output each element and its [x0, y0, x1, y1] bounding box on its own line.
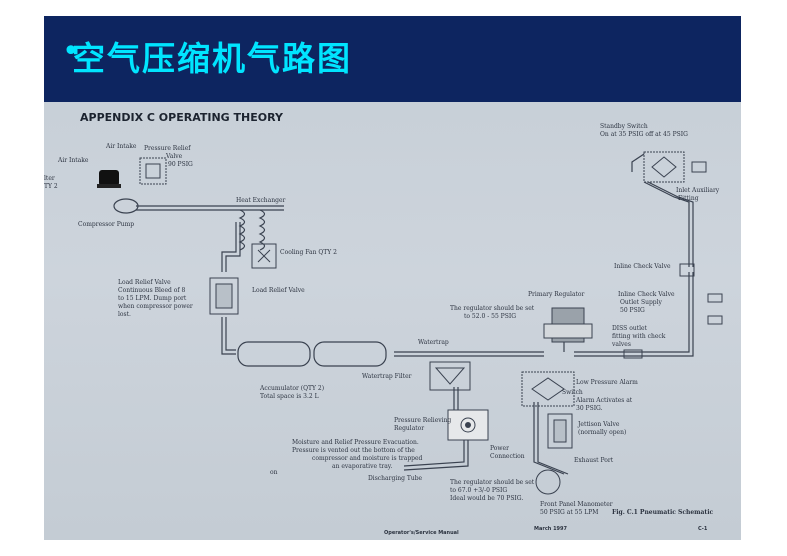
footer-manual: Operator's/Service Manual	[384, 530, 459, 536]
labels: Air Intake Air Intake lter TY 2 Pressure…	[44, 123, 720, 536]
label-reg-set-2-range: to 67.0 +3/-0 PSIG	[450, 487, 507, 494]
inlet-auxiliary-fitting	[691, 161, 707, 173]
label-reg-set-2: The regulator should be set	[450, 479, 535, 486]
label-on: on	[270, 469, 278, 476]
label-alarm-psig: 30 PSIG.	[576, 405, 603, 412]
pressure-relief-valve	[139, 157, 167, 185]
label-load-relief-title: Load Relief Valve	[118, 279, 171, 286]
label-moisture-3: compressor and moisture is trapped	[312, 455, 423, 462]
pneumatic-schematic: APPENDIX C OPERATING THEORY	[44, 111, 723, 536]
label-accumulator-space: Total space is 3.2 L	[260, 393, 319, 400]
pipes	[136, 153, 694, 475]
label-fig-caption: Fig. C.1 Pneumatic Schematic	[612, 509, 713, 516]
label-low-pressure-alarm: Low Pressure Alarm	[576, 379, 638, 386]
components	[97, 151, 723, 495]
label-diss-check: fitting with check	[612, 333, 666, 340]
label-outlet-psig: 50 PSIG	[620, 307, 645, 314]
label-jettison-open: (normally open)	[578, 429, 626, 436]
accumulator-1	[237, 341, 311, 367]
label-regulator-set: The regulator should be set	[450, 305, 535, 312]
schematic-photo: APPENDIX C OPERATING THEORY	[44, 102, 741, 540]
label-air-intake: Air Intake	[105, 143, 137, 150]
outlet-fitting-1	[707, 293, 723, 303]
label-compressor-pump: Compressor Pump	[78, 221, 134, 228]
slide-title: 空气压缩机气路图	[72, 39, 352, 78]
label-filter-qty: TY 2	[44, 183, 58, 190]
outlet-fitting-2	[707, 315, 723, 325]
label-power: Power	[490, 445, 509, 452]
label-inline-check-outlet: Inline Check Valve	[618, 291, 675, 298]
air-intake-filter	[99, 170, 119, 186]
label-load-relief-bleed: Continuous Bleed of 8	[118, 287, 186, 294]
label-primary-regulator: Primary Regulator	[528, 291, 585, 298]
diss-outlet	[623, 349, 643, 359]
label-cooling-fan: Cooling Fan QTY 2	[280, 249, 337, 256]
label-pressure-relief-valve: Valve	[165, 153, 183, 160]
load-relief-valve	[209, 277, 239, 315]
accumulator-2	[313, 341, 387, 367]
label-inline-check-valve: Inline Check Valve	[614, 263, 671, 270]
label-switch: Switch	[562, 389, 583, 396]
appendix-header: APPENDIX C OPERATING THEORY	[80, 111, 284, 124]
label-filter-left: lter	[44, 175, 55, 182]
label-exhaust-port: Exhaust Port	[574, 457, 614, 464]
footer-date: March 1997	[534, 526, 568, 532]
label-outlet-supply: Outlet Supply	[620, 299, 663, 306]
label-accumulator: Accumulator (QTY 2)	[259, 385, 324, 392]
label-diss-valves: valves	[611, 341, 631, 348]
standby-switch	[643, 151, 685, 183]
label-power-connection: Connection	[490, 453, 525, 460]
label-standby-switch: Standby Switch	[600, 123, 648, 130]
label-load-relief-valve: Load Relief Valve	[252, 287, 305, 294]
label-inlet-aux: Inlet Auxiliary	[676, 187, 720, 194]
inline-check-valve	[679, 263, 695, 277]
label-regulator-range: to 52.0 - 55 PSIG	[464, 313, 516, 320]
label-heat-exchanger: Heat Exchanger	[236, 197, 286, 204]
label-jettison-valve: Jettison Valve	[577, 421, 620, 428]
label-standby-switch-range: On at 35 PSIG off at 45 PSIG	[600, 131, 688, 138]
title-bar	[44, 16, 741, 102]
label-pressure-relieving: Pressure Relieving	[394, 417, 451, 424]
label-pressure-relief-psig: 90 PSIG	[168, 161, 193, 168]
label-diss-outlet: DISS outlet	[612, 325, 648, 332]
label-pressure-relieving-regulator: Regulator	[394, 425, 424, 432]
label-inlet-aux-fitting: Fitting	[678, 195, 699, 202]
label-pressure-relief: Pressure Relief	[144, 145, 191, 152]
label-manometer: Front Panel Manometer	[540, 501, 613, 508]
label-air-intake-2: Air Intake	[57, 157, 89, 164]
label-discharging-tube: Discharging Tube	[368, 475, 423, 482]
label-load-relief-dump: to 15 LPM. Dump port	[118, 295, 187, 302]
label-load-relief-power: when compressor power	[118, 303, 193, 310]
watertrap	[429, 361, 471, 391]
compressor-pump	[113, 198, 139, 214]
low-pressure-alarm	[521, 371, 575, 407]
label-watertrap-filter: Watertrap Filter	[362, 373, 412, 380]
label-manometer-rate: 50 PSIG at 55 LPM	[540, 509, 598, 516]
title-bullet: •	[62, 34, 80, 69]
label-moisture-4: an evaporative tray.	[332, 463, 392, 470]
front-panel-manometer	[535, 469, 561, 495]
label-moisture-1: Moisture and Relief Pressure Evacuation.	[292, 439, 419, 446]
label-load-relief-lost: lost.	[118, 311, 131, 318]
footer-page: C-1	[698, 526, 708, 532]
jettison-valve	[547, 413, 573, 449]
label-watertrap: Watertrap	[418, 339, 449, 346]
cooling-fan	[251, 243, 277, 269]
label-alarm-activates: Alarm Activates at	[575, 397, 633, 404]
label-reg-set-2-ideal: Ideal would be 70 PSIG.	[450, 495, 523, 502]
label-moisture-2: Pressure is vented out the bottom of the	[292, 447, 415, 454]
